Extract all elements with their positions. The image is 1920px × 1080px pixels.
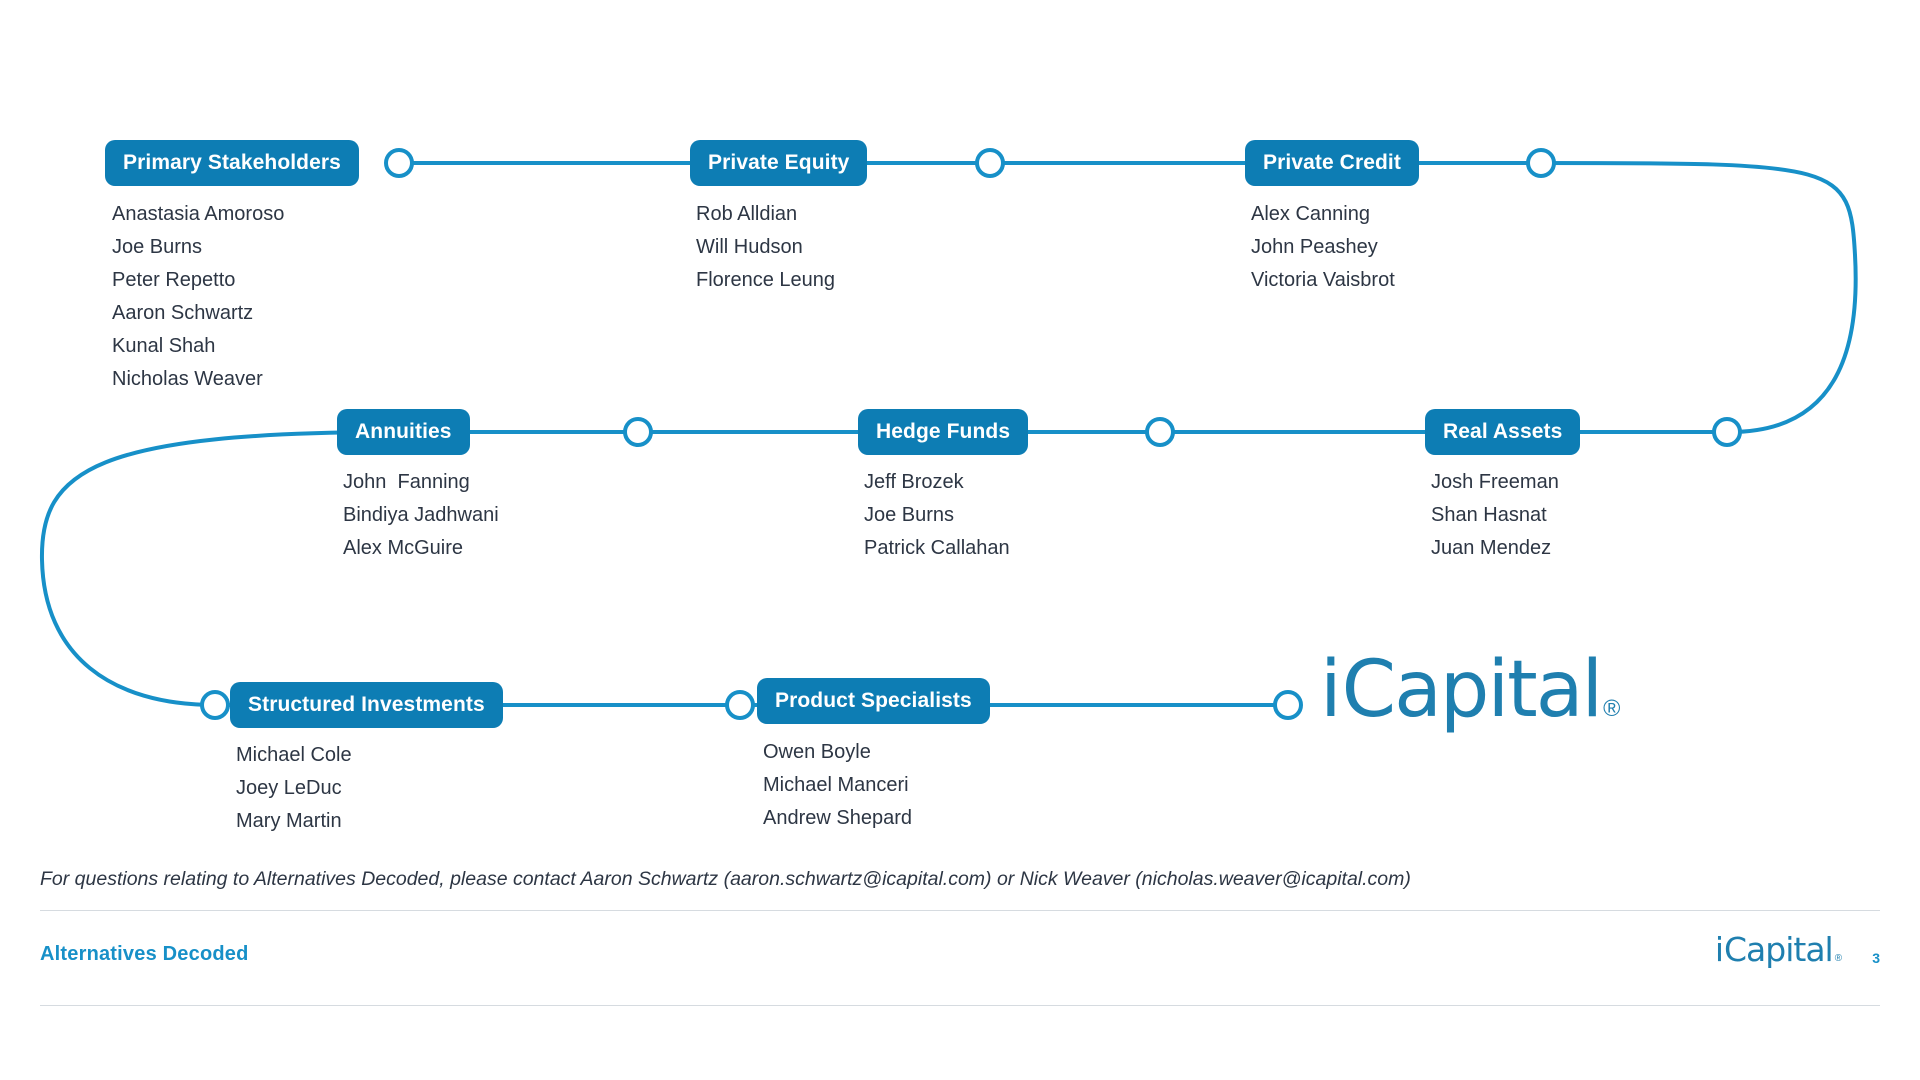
node-label: Hedge Funds: [876, 420, 1011, 443]
connector-node-dot: [975, 148, 1005, 178]
connector-node-dot: [200, 690, 230, 720]
footer-title: Alternatives Decoded: [40, 943, 249, 965]
member-list-hedge-funds: Jeff Brozek Joe Burns Patrick Callahan: [864, 466, 1010, 565]
icapital-logo-text: Capital: [1724, 930, 1834, 969]
footer-divider-bottom: [40, 1005, 1880, 1006]
list-item: Mary Martin: [236, 810, 342, 832]
list-item: Josh Freeman: [1431, 471, 1559, 493]
member-list-annuities: John Fanning Bindiya Jadhwani Alex McGui…: [343, 466, 499, 565]
list-item: John Peashey: [1251, 236, 1378, 258]
node-hedge-funds[interactable]: Hedge Funds: [858, 409, 1029, 455]
node-private-equity[interactable]: Private Equity: [690, 140, 868, 186]
node-primary-stakeholders[interactable]: Primary Stakeholders: [105, 140, 359, 186]
connector-row1: [393, 161, 1858, 434]
connector-node-dot: [623, 417, 653, 447]
list-item: Joe Burns: [112, 236, 203, 258]
member-list-private-equity: Rob Alldian Will Hudson Florence Leung: [696, 198, 835, 297]
list-item: Andrew Shepard: [763, 807, 912, 829]
list-item: John Fanning: [343, 471, 470, 493]
list-item: Patrick Callahan: [864, 537, 1010, 559]
list-item: Michael Cole: [236, 744, 352, 766]
list-item: Juan Mendez: [1431, 537, 1552, 559]
node-label: Primary Stakeholders: [123, 151, 341, 174]
contact-footnote: For questions relating to Alternatives D…: [40, 868, 1411, 890]
connector-node-dot: [384, 148, 414, 178]
node-product-specialists[interactable]: Product Specialists: [757, 678, 990, 724]
list-item: Anastasia Amoroso: [112, 203, 285, 225]
list-item: Owen Boyle: [763, 741, 871, 763]
connector-node-dot: [1712, 417, 1742, 447]
icapital-logo-text: Capital: [1341, 645, 1603, 735]
connector-node-dot: [1526, 148, 1556, 178]
list-item: Shan Hasnat: [1431, 504, 1547, 526]
page-number: 3: [1872, 950, 1880, 966]
connector-node-dot: [725, 690, 755, 720]
connector-node-dot: [1145, 417, 1175, 447]
list-item: Aaron Schwartz: [112, 302, 254, 324]
node-private-credit[interactable]: Private Credit: [1245, 140, 1419, 186]
list-item: Michael Manceri: [763, 774, 909, 796]
icapital-logo-i: i: [1320, 645, 1342, 735]
member-list-product-specialists: Owen Boyle Michael Manceri Andrew Shepar…: [763, 736, 912, 835]
icapital-logo-i: i: [1714, 930, 1724, 969]
node-annuities[interactable]: Annuities: [337, 409, 470, 455]
node-label: Product Specialists: [775, 689, 972, 712]
list-item: Kunal Shah: [112, 335, 216, 357]
node-label: Private Credit: [1263, 151, 1401, 174]
member-list-primary-stakeholders: Anastasia Amoroso Joe Burns Peter Repett…: [112, 198, 284, 396]
list-item: Will Hudson: [696, 236, 803, 258]
list-item: Alex McGuire: [343, 537, 464, 559]
member-list-real-assets: Josh Freeman Shan Hasnat Juan Mendez: [1431, 466, 1559, 565]
node-real-assets[interactable]: Real Assets: [1425, 409, 1581, 455]
registered-trademark-icon: ®: [1834, 952, 1842, 964]
node-label: Real Assets: [1443, 420, 1563, 443]
member-list-structured-investments: Michael Cole Joey LeDuc Mary Martin: [236, 739, 352, 838]
list-item: Rob Alldian: [696, 203, 798, 225]
footer-divider-top: [40, 910, 1880, 911]
list-item: Alex Canning: [1251, 203, 1370, 225]
list-item: Victoria Vaisbrot: [1251, 269, 1395, 291]
list-item: Peter Repetto: [112, 269, 236, 291]
member-list-private-credit: Alex Canning John Peashey Victoria Vaisb…: [1251, 198, 1395, 297]
connector-node-dot: [1273, 690, 1303, 720]
list-item: Bindiya Jadhwani: [343, 504, 499, 526]
node-label: Structured Investments: [248, 693, 485, 716]
node-label: Annuities: [355, 420, 452, 443]
node-structured-investments[interactable]: Structured Investments: [230, 682, 503, 728]
list-item: Nicholas Weaver: [112, 368, 263, 390]
list-item: Joey LeDuc: [236, 777, 342, 799]
registered-trademark-icon: ®: [1603, 694, 1621, 721]
list-item: Jeff Brozek: [864, 471, 964, 493]
node-label: Private Equity: [708, 151, 850, 174]
list-item: Florence Leung: [696, 269, 835, 291]
list-item: Joe Burns: [864, 504, 955, 526]
